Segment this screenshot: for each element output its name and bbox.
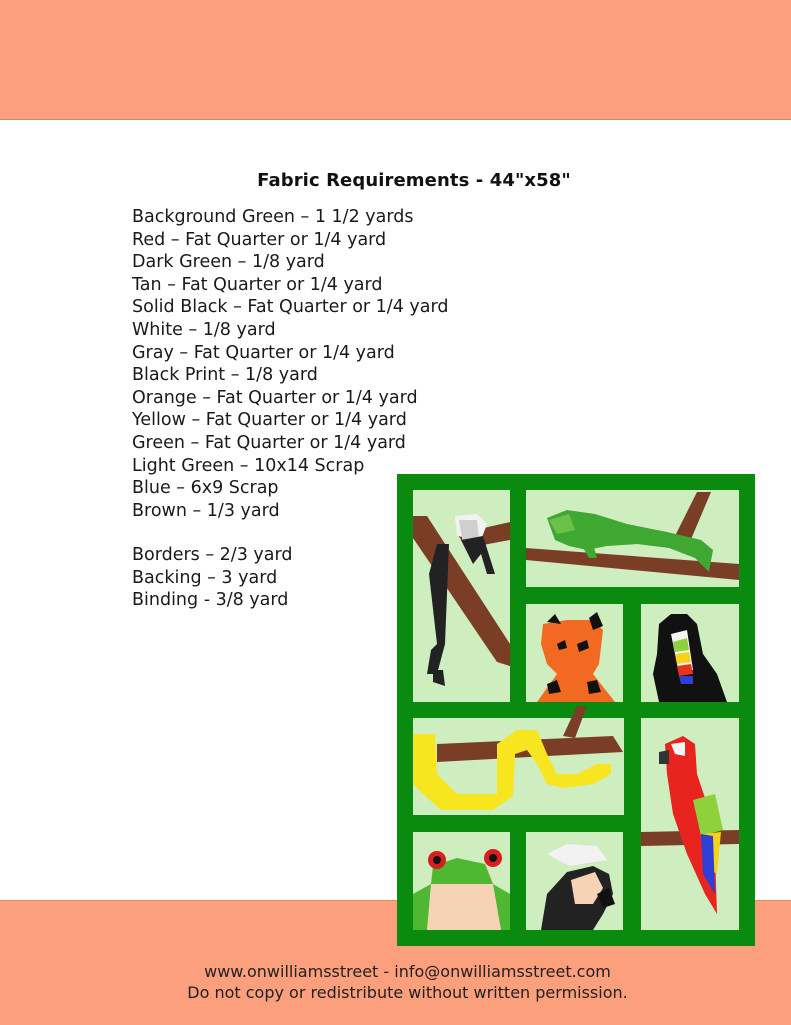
fabric-item: Black Print – 1/8 yard bbox=[132, 365, 318, 386]
fabric-item: Red – Fat Quarter or 1/4 yard bbox=[132, 229, 387, 250]
page-title: Fabric Requirements - 44"x58" bbox=[257, 170, 571, 192]
footer-copyright-notice: Do not copy or redistribute without writ… bbox=[187, 983, 628, 1002]
quilt-illustration bbox=[397, 474, 755, 946]
iguana-icon bbox=[526, 492, 739, 580]
fabric-item: Gray – Fat Quarter or 1/4 yard bbox=[132, 342, 395, 363]
footer-contact: www.onwilliamsstreet - info@onwilliamsst… bbox=[204, 962, 611, 981]
finishing-item: Backing – 3 yard bbox=[132, 567, 278, 588]
fabric-item: Orange – Fat Quarter or 1/4 yard bbox=[132, 387, 418, 408]
fabric-item: Blue – 6x9 Scrap bbox=[132, 478, 279, 499]
finishing-item: Binding - 3/8 yard bbox=[132, 590, 289, 611]
fabric-item: Yellow – Fat Quarter or 1/4 yard bbox=[132, 410, 407, 431]
fabric-item: Background Green – 1 1/2 yards bbox=[132, 207, 414, 227]
fabric-item: Green – Fat Quarter or 1/4 yard bbox=[132, 432, 406, 453]
toucan-icon bbox=[653, 614, 727, 702]
fabric-item: Solid Black – Fat Quarter or 1/4 yard bbox=[132, 297, 449, 318]
fabric-item: Tan – Fat Quarter or 1/4 yard bbox=[132, 274, 383, 295]
chimp-icon bbox=[541, 844, 615, 930]
header-band bbox=[0, 0, 791, 120]
snake-icon bbox=[413, 706, 623, 810]
monkey-icon bbox=[413, 514, 510, 686]
fabric-item: Light Green – 10x14 Scrap bbox=[132, 455, 365, 476]
fabric-item: Dark Green – 1/8 yard bbox=[132, 252, 325, 273]
finishing-item: Borders – 2/3 yard bbox=[132, 545, 293, 565]
fabric-item: Brown – 1/3 yard bbox=[132, 500, 280, 521]
fabric-requirements-list: Background Green – 1 1/2 yards Red – Fat… bbox=[132, 206, 448, 522]
frog-icon bbox=[413, 849, 510, 930]
fabric-item: White – 1/8 yard bbox=[132, 319, 276, 340]
finishing-requirements-list: Borders – 2/3 yard Backing – 3 yard Bind… bbox=[132, 544, 292, 612]
jaguar-icon bbox=[537, 612, 615, 702]
parrot-icon bbox=[641, 736, 739, 914]
